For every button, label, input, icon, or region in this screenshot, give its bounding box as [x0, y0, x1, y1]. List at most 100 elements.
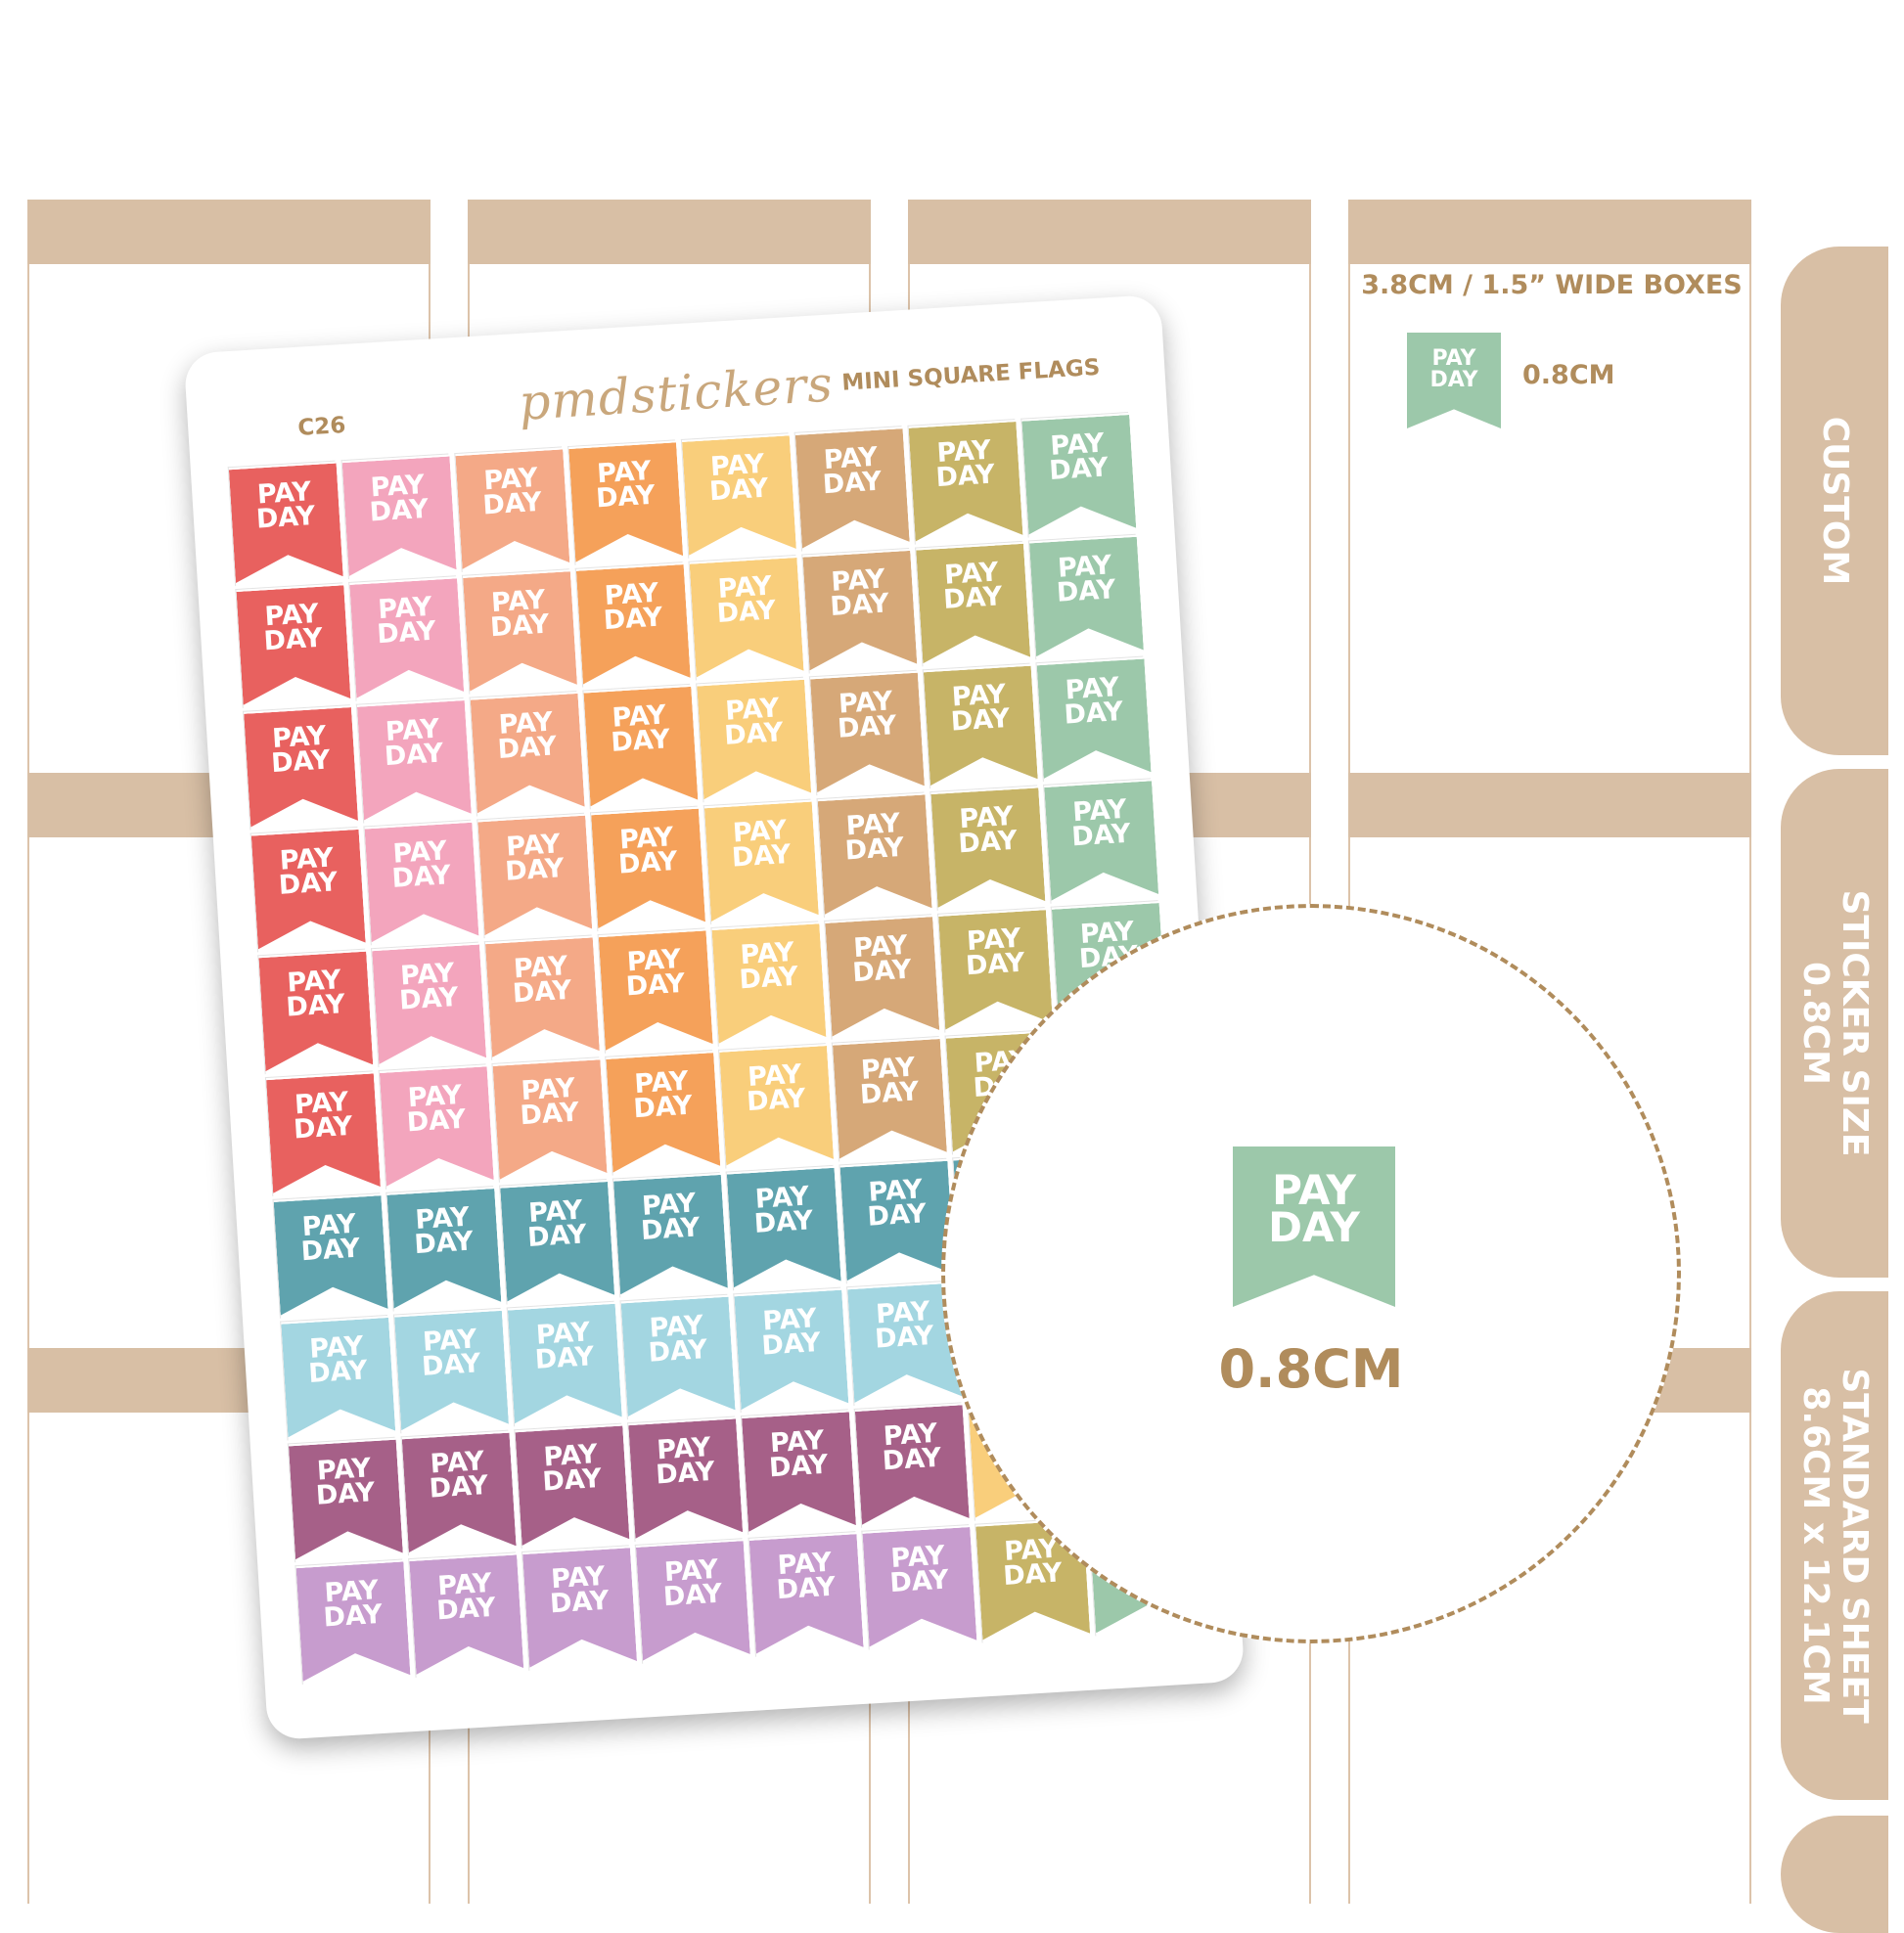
flag-text-line2: DAY [405, 1103, 467, 1139]
flag-text-line2: DAY [851, 954, 913, 989]
flag-text-line2: DAY [277, 867, 339, 901]
header-band-2 [468, 200, 871, 264]
flag-text-line2: DAY [965, 947, 1026, 982]
flag-text-line2: DAY [715, 595, 777, 630]
flag-text-line2: DAY [640, 1212, 702, 1246]
flag-text-line2: DAY [843, 832, 905, 867]
flag-text-line2: DAY [533, 1341, 596, 1375]
flag-text-line2: DAY [821, 466, 883, 501]
flag-text-line2: DAY [549, 1585, 611, 1620]
flag-text-line2: DAY [624, 967, 686, 1003]
flag-text-line2: DAY [293, 1110, 354, 1146]
flag-text-line2: DAY [752, 1205, 814, 1239]
magnifier-circle: PAY DAY 0.8CM [941, 904, 1681, 1643]
flag-text-line2: DAY [541, 1462, 603, 1498]
flag-text-line2: DAY [398, 981, 460, 1016]
flag-text-line2: DAY [723, 717, 785, 751]
flag-text-line2: DAY [760, 1327, 822, 1362]
flag-text-line2: DAY [299, 1233, 361, 1268]
magnified-flag-line1: PAY [1272, 1166, 1356, 1214]
flag-text-line2: DAY [1070, 818, 1132, 853]
flag-text-line2: DAY [655, 1456, 716, 1491]
side-tab-standard-sheet: STANDARD SHEET 8.6CM x 12.1CM [1781, 1291, 1888, 1800]
header-band-1 [27, 200, 431, 264]
flag-text-line2: DAY [934, 459, 996, 494]
flag-text-line2: DAY [307, 1355, 369, 1389]
flag-text-line2: DAY [322, 1598, 384, 1634]
flag-text-line2: DAY [602, 602, 664, 637]
flag-text-line2: DAY [1002, 1557, 1064, 1593]
flag-text-line2: DAY [866, 1198, 928, 1233]
flag-text-line2: DAY [368, 493, 430, 528]
